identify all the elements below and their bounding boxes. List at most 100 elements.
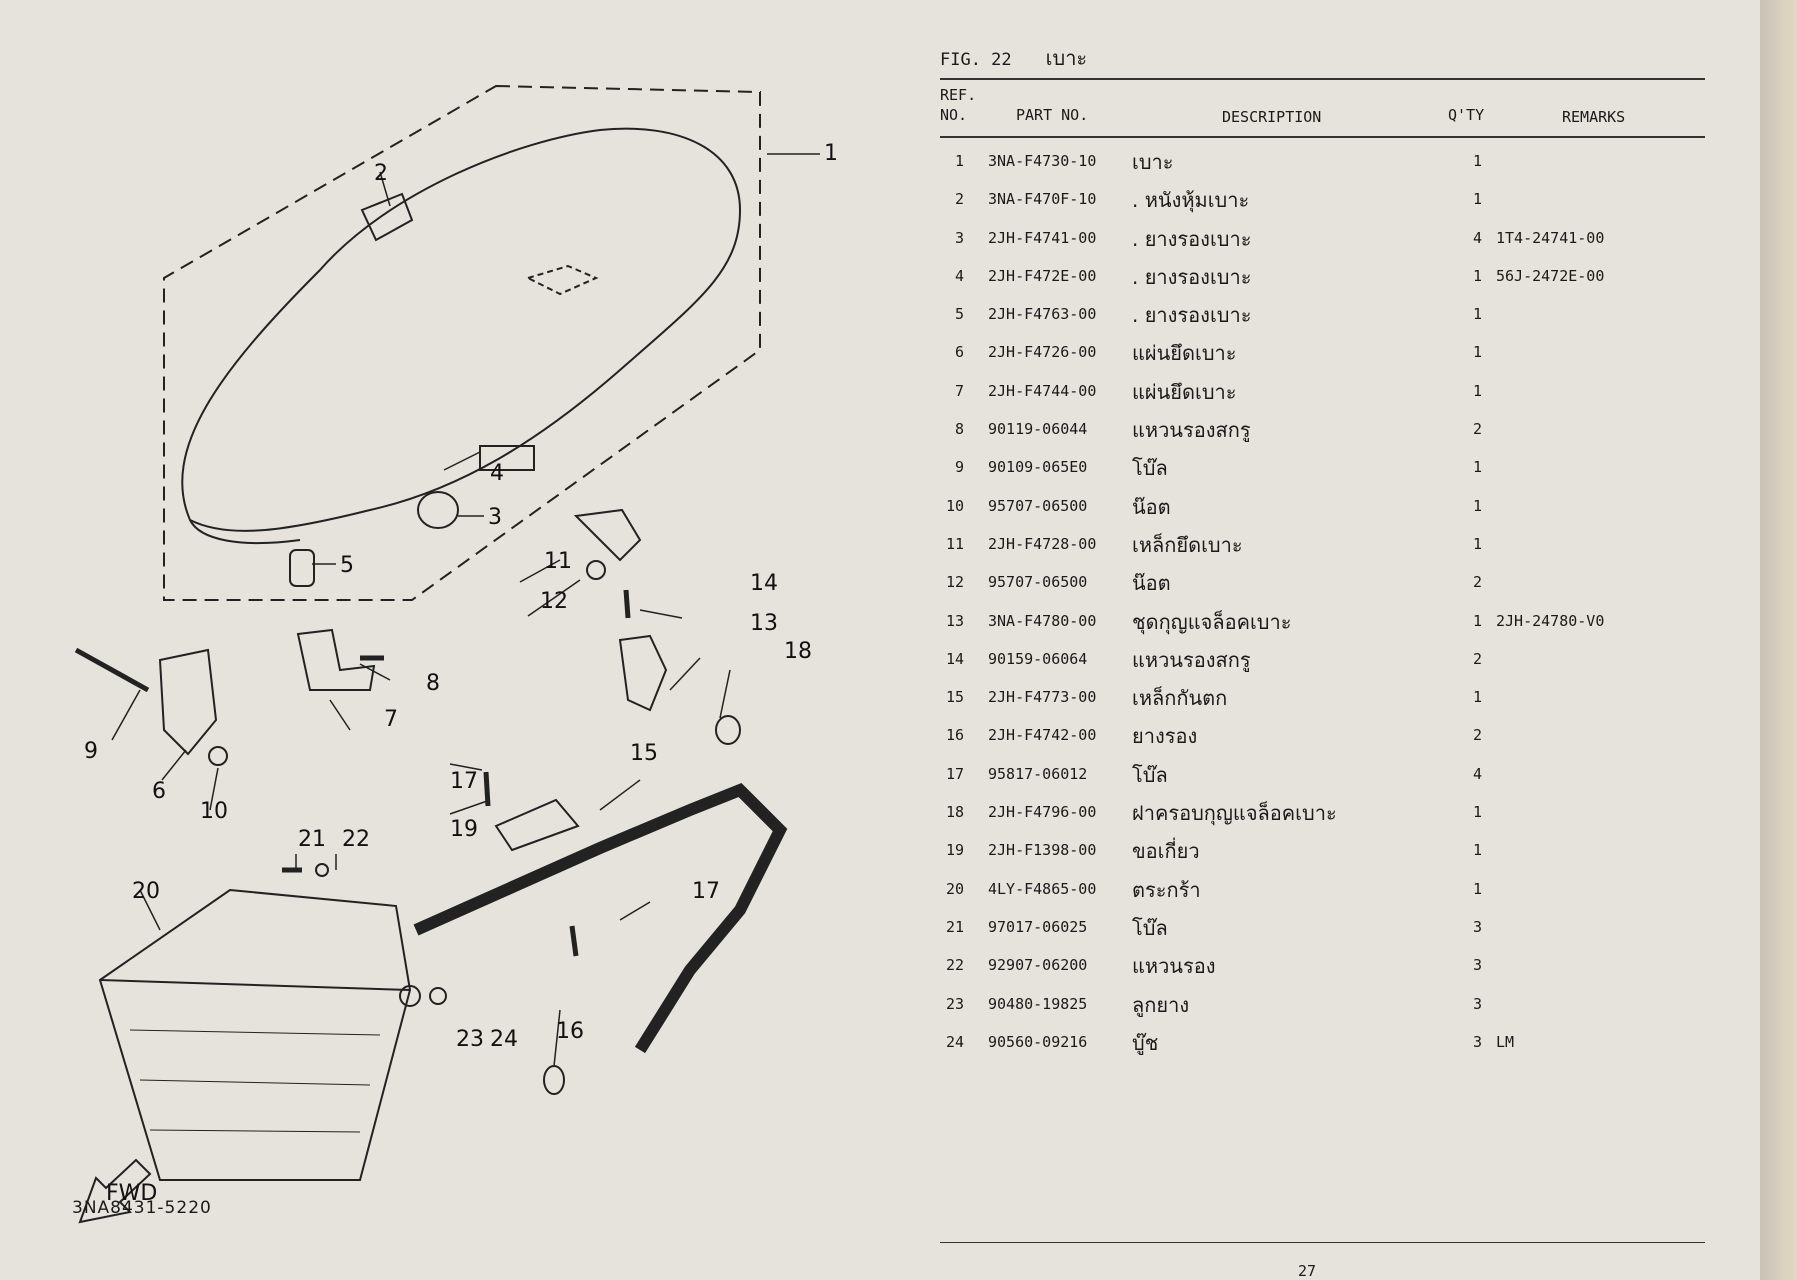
seat-outline [181,127,742,532]
description-cell: . ยางรองเบาะ [1132,303,1252,328]
hook-19 [494,798,580,852]
qty-cell: 2 [1472,649,1482,668]
description-cell: แหวนรอง [1132,954,1216,979]
description-cell: โบ๊ล [1132,762,1168,787]
footer-rule [940,1242,1705,1243]
callout-18: 18 [784,639,812,664]
description-cell: . ยางรองเบาะ [1132,226,1252,251]
part-no-cell: 92907-06200 [988,956,1088,975]
part-no-cell: 90560-09216 [988,1032,1088,1051]
description-cell: . หนังหุ้มเบาะ [1132,188,1250,213]
part-no-cell: 90109-065E0 [988,458,1088,477]
qty-cell: 1 [1472,343,1482,362]
ref-cell: 3 [954,228,964,247]
qty-cell: 1 [1472,688,1482,707]
figure-name: เบาะ [1045,46,1088,70]
callout-16: 16 [556,1019,584,1044]
description-cell: ขอเกี่ยว [1132,839,1200,864]
ref-cell: 19 [945,841,964,860]
seat-cover-tab [360,192,414,242]
ref-cell: 1 [954,152,964,170]
ref-cell: 13 [945,611,964,630]
bush-24 [429,987,447,1005]
callout-22: 22 [342,827,370,852]
ref-cell: 8 [954,420,964,439]
remarks-cell: LM [1496,1032,1515,1051]
description-cell: เหล็กกันตก [1132,686,1228,711]
description-cell: แหวนรองสกรู [1132,418,1251,443]
callout-1: 1 [824,141,838,166]
callout-14: 14 [750,571,778,596]
ref-cell: 2 [954,190,964,209]
fwd-label: FWD [106,1181,157,1206]
callout-21: 21 [298,827,326,852]
qty-cell: 3 [1472,1032,1482,1051]
description-cell: แหวนรองสกรู [1132,647,1251,672]
ref-cell: 22 [945,956,964,975]
lock-cover-18 [715,715,741,745]
part-no-cell: 4LY-F4865-00 [988,879,1097,898]
qty-cell: 4 [1472,228,1482,247]
qty-cell: 1 [1472,534,1482,553]
callout-3: 3 [488,505,502,530]
ref-cell: 10 [945,496,964,515]
qty-cell: 2 [1472,726,1482,745]
part-no-cell: 3NA-F4730-10 [988,152,1097,170]
col-description: DESCRIPTION [1222,108,1322,126]
callout-15: 15 [630,741,658,766]
ref-cell: 21 [945,917,964,936]
ref-cell: 18 [945,803,964,822]
ref-cell: 23 [945,994,964,1013]
bolt-9 [74,647,150,693]
description-cell: . ยางรองเบาะ [1132,264,1252,289]
col-ref-line2: NO. [940,106,968,124]
part-no-cell: 3NA-F4780-00 [988,611,1097,630]
qty-cell: 3 [1472,994,1482,1013]
part-no-cell: 95707-06500 [988,573,1088,592]
callout-20: 20 [132,879,160,904]
ref-cell: 20 [945,879,964,898]
part-no-cell: 2JH-F1398-00 [988,841,1097,860]
callout-8: 8 [426,671,440,696]
part-no-cell: 3NA-F470F-10 [988,190,1097,209]
rubber-16 [543,1065,565,1095]
description-cell: ฝาครอบกุญแจล็อคเบาะ [1132,801,1337,826]
ref-cell: 7 [954,381,964,400]
nut-10 [208,746,228,766]
rubber-damper-3 [417,491,459,529]
qty-cell: 2 [1472,420,1482,439]
ref-cell: 5 [954,305,964,324]
qty-cell: 1 [1472,803,1482,822]
remarks-cell: 56J-2472E-00 [1496,266,1605,285]
remarks-cell: 2JH-24780-V0 [1496,611,1605,630]
seat-bracket-11 [573,508,642,562]
rubber-stopper-5 [289,549,315,587]
ref-cell: 24 [945,1032,964,1051]
part-no-cell: 95817-06012 [988,764,1088,783]
description-cell: น๊อต [1132,494,1171,519]
callout-6: 6 [152,779,166,804]
part-no-cell: 2JH-F4744-00 [988,381,1097,400]
callout-23: 23 [456,1027,484,1052]
callout-7: 7 [384,707,398,732]
qty-cell: 2 [1472,573,1482,592]
basket-mesh [129,1029,381,1133]
bracket-6 [158,648,218,756]
rubber-block-4 [479,445,535,471]
callout-10: 10 [200,799,228,824]
